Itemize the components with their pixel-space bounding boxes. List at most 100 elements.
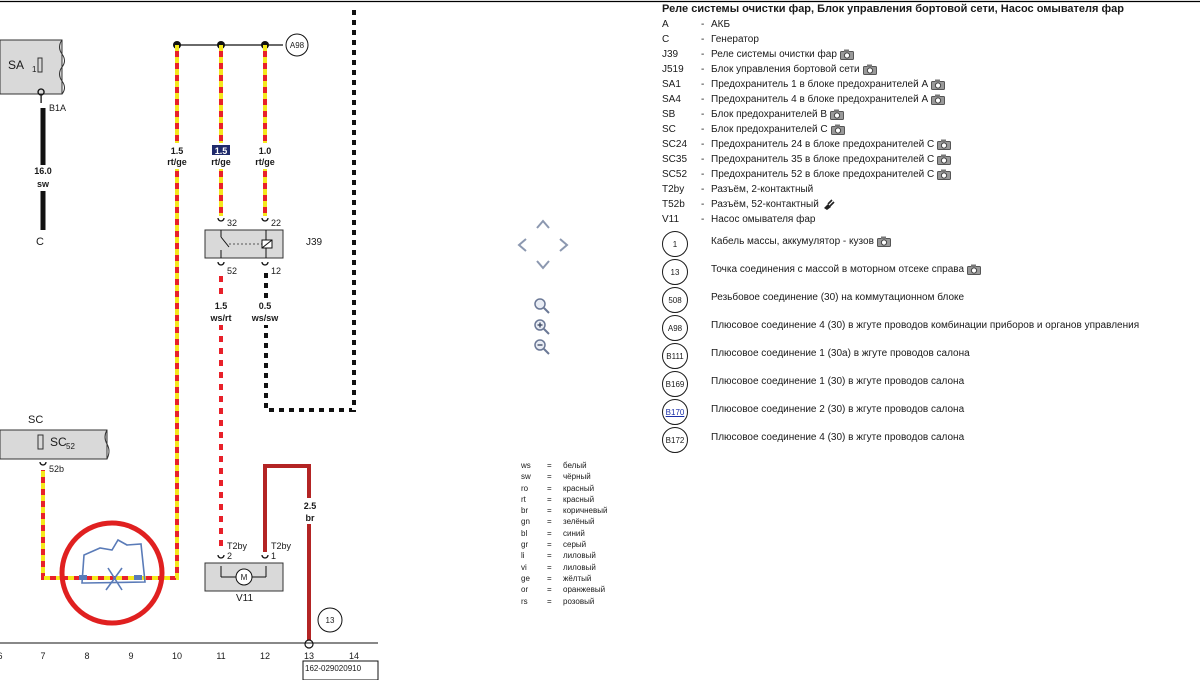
wire-16-size: 16.0 <box>34 166 52 176</box>
legend-row: SC35 -Предохранитель 35 в блоке предохран… <box>662 152 1198 167</box>
ground-point <box>304 639 314 649</box>
wire-15a-size: 1.5 <box>171 146 184 156</box>
color-name: синий <box>563 528 585 538</box>
color-code: rs <box>521 596 528 606</box>
legend-code: SB <box>662 109 676 120</box>
color-name: чёрный <box>563 472 591 482</box>
legend-row: C-Генератор <box>662 32 1198 47</box>
legend-code: J519 <box>662 64 684 75</box>
legend-row: T52b-Разъём, 52-контактный <box>662 197 1198 212</box>
wire-25-br <box>263 464 311 640</box>
color-name: оранжевый <box>563 585 606 595</box>
equals-sign: = <box>547 528 552 538</box>
pin-12: 12 <box>271 266 281 276</box>
connector-icon[interactable] <box>822 199 836 210</box>
legend-description: Разъём, 52-контактный <box>711 197 836 212</box>
legend-row: SC24-Предохранитель 24 в блоке предохран… <box>662 137 1198 152</box>
legend-description: Предохранитель 35 в блоке предохранителе… <box>711 152 952 167</box>
column-number: 12 <box>260 651 270 661</box>
relay-j39: 32 22 J39 52 12 <box>204 217 323 276</box>
legend-description: Плюсовое соединение 1 (30) в жгуте прово… <box>711 376 965 387</box>
legend-description: Разъём, 2-контактный <box>711 184 814 195</box>
magnifier-minus-icon <box>534 339 550 355</box>
color-code: ge <box>521 573 530 583</box>
wire-05-size: 0.5 <box>259 301 272 311</box>
legend-description: Предохранитель 24 в блоке предохранителе… <box>711 137 952 152</box>
color-code: gn <box>521 517 530 527</box>
a98-label: A98 <box>290 41 305 50</box>
chevron-up-icon <box>536 219 550 229</box>
legend-code: T52b <box>662 199 685 210</box>
legend-dash: - <box>701 79 705 90</box>
t2by-2-pin: 2 <box>227 551 232 561</box>
magnifier-icon <box>534 298 550 314</box>
pin-52b: 52b <box>49 464 64 474</box>
color-name: красный <box>563 494 595 504</box>
legend-description: Плюсовое соединение 1 (30a) в жгуте пров… <box>711 348 970 359</box>
legend-code: A <box>662 19 669 30</box>
pan-right-button[interactable] <box>558 237 570 253</box>
color-name: розовый <box>563 596 595 606</box>
legend-code: SC52 <box>662 169 688 180</box>
connection-point-badge: B172 <box>662 427 688 453</box>
zoom-in-button[interactable] <box>533 318 551 336</box>
legend-row: SB -Блок предохранителей B <box>662 107 1198 122</box>
equals-sign: = <box>547 494 552 504</box>
annotation-circle <box>59 520 165 626</box>
wire-25-size: 2.5 <box>304 501 317 511</box>
legend-code: SC24 <box>662 139 688 150</box>
equals-sign: = <box>547 517 552 527</box>
camera-icon[interactable] <box>937 154 952 165</box>
wire-15b-size: 1.5 <box>215 146 228 156</box>
camera-icon[interactable] <box>830 109 845 120</box>
zoom-out-button[interactable] <box>533 338 551 356</box>
wire-15b-color: rt/ge <box>211 157 231 167</box>
camera-icon[interactable] <box>937 139 952 150</box>
camera-icon[interactable] <box>830 124 845 135</box>
sa1-subscript: 1 <box>32 65 37 74</box>
wire-15-rtge-col10 <box>41 45 179 580</box>
legend-code: SC <box>662 124 676 135</box>
color-code: rt <box>521 494 526 504</box>
legend-description: Предохранитель 1 в блоке предохранителей… <box>711 77 946 92</box>
camera-icon[interactable] <box>876 236 891 247</box>
legend-dash: - <box>701 154 705 165</box>
legend-description: Резьбовое соединение (30) на коммутацион… <box>711 292 965 303</box>
connection-point-badge: B169 <box>662 371 688 397</box>
connection-point-badge[interactable]: B170 <box>662 399 688 425</box>
legend-code: SC35 <box>662 154 688 165</box>
color-name: лиловый <box>563 551 596 561</box>
column-numbers: 67891011121314 <box>0 651 359 661</box>
camera-icon[interactable] <box>931 79 946 90</box>
camera-icon[interactable] <box>931 94 946 105</box>
camera-icon[interactable] <box>862 64 877 75</box>
connection-point-badge: B111 <box>662 343 688 369</box>
chevron-left-icon <box>517 238 527 252</box>
legend-description: Плюсовое соединение 4 (30) в жгуте прово… <box>711 320 1140 331</box>
pan-up-button[interactable] <box>535 218 551 230</box>
legend-dash: - <box>701 109 705 120</box>
pan-left-button[interactable] <box>516 237 528 253</box>
color-code: sw <box>521 472 531 482</box>
camera-icon[interactable] <box>967 264 982 275</box>
legend-description: Блок предохранителей B <box>711 107 845 122</box>
legend-dash: - <box>701 214 705 225</box>
wire-05-wssw-path <box>264 5 356 412</box>
camera-icon[interactable] <box>937 169 952 180</box>
legend-code: SA1 <box>662 79 681 90</box>
color-code: ws <box>521 461 531 470</box>
legend-row: J519-Блок управления бортовой сети <box>662 62 1198 77</box>
connection-point-badge: 1 <box>662 231 688 257</box>
zoom-reset-button[interactable] <box>533 297 551 315</box>
fuse-sc52: SC 52 <box>0 429 110 460</box>
legend-dash: - <box>701 49 705 60</box>
camera-icon[interactable] <box>839 49 854 60</box>
color-name: белый <box>563 461 587 470</box>
pan-down-button[interactable] <box>535 259 551 271</box>
legend-dash: - <box>701 64 705 75</box>
